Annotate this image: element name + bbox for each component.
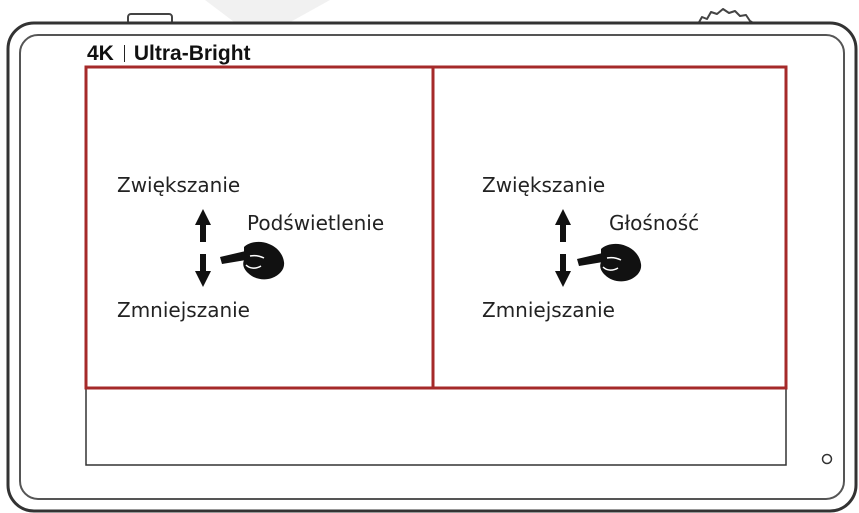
top-knob [697, 8, 756, 25]
power-led [821, 453, 833, 465]
screen [85, 66, 787, 466]
right-increase-label: Zwiększanie [482, 173, 606, 197]
left-decrease-label: Zmniejszanie [117, 298, 250, 322]
right-pointing-hand-icon [577, 243, 642, 282]
left-up-arrow-icon [195, 209, 211, 242]
right-up-arrow-icon [555, 209, 571, 242]
watermark-shape [205, 0, 330, 40]
right-function-label: Głośność [609, 211, 700, 235]
left-pointing-hand-icon [220, 241, 285, 280]
right-decrease-label: Zmniejszanie [482, 298, 615, 322]
model-name: Ultra-Bright [133, 42, 251, 65]
left-down-arrow-icon [195, 254, 211, 287]
brand-separator [123, 45, 125, 62]
brand-label: 4K Ultra-Bright [87, 42, 251, 66]
left-increase-label: Zwiększanie [117, 173, 241, 197]
right-down-arrow-icon [555, 254, 571, 287]
left-function-label: Podświetlenie [247, 211, 385, 235]
touch-zone-outline [84, 65, 788, 390]
brand-name: 4K [87, 42, 114, 65]
